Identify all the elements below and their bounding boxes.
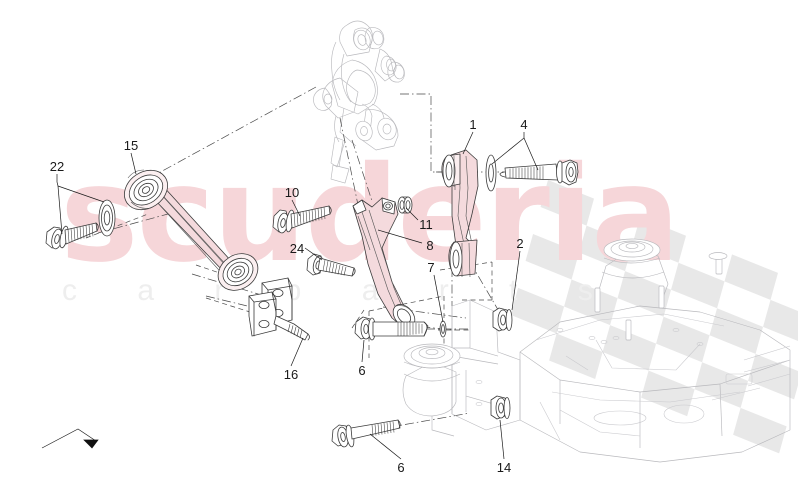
- part-4-washer: [485, 154, 497, 192]
- part-2-bushing-nut: [492, 307, 513, 332]
- callout-1: 1: [469, 117, 476, 132]
- part-11-washer: [397, 196, 413, 214]
- watermark-carparts: c a r p a r t s: [62, 274, 619, 307]
- callout-24: 24: [290, 241, 304, 256]
- part-1-toe-link-rod: [441, 149, 479, 278]
- callout-7: 7: [427, 260, 434, 275]
- part-15-upper-control-arm: [124, 169, 259, 291]
- callout-numbers: 22 15 10 24 16 11 8 7 6 6 1 4 2 14: [50, 117, 528, 475]
- callout-8: 8: [426, 238, 433, 253]
- callout-10: 10: [285, 185, 299, 200]
- callout-leader-lines: [56, 131, 539, 460]
- ghost-rear-subframe: [519, 238, 791, 463]
- callout-11: 11: [419, 217, 433, 232]
- callout-22: 22: [50, 159, 64, 174]
- callout-16: 16: [284, 367, 298, 382]
- part-14-nut: [490, 395, 511, 420]
- callout-6-upper: 6: [358, 363, 365, 378]
- callout-14: 14: [497, 460, 511, 475]
- part-10-flange-bolt: [272, 205, 332, 234]
- part-16-mounting-bracket: [248, 277, 310, 341]
- callout-6-lower: 6: [397, 460, 404, 475]
- checkered-flag-watermark: [510, 180, 798, 454]
- part-24-hex-bolt: [306, 253, 356, 277]
- callout-15: 15: [124, 138, 138, 153]
- callout-4: 4: [520, 117, 527, 132]
- direction-arrow: [41, 428, 99, 449]
- callout-2: 2: [516, 236, 523, 251]
- part-7-washer: [439, 320, 447, 338]
- part-6-flange-bolt-upper: [354, 316, 429, 341]
- part-22-washer: [98, 199, 116, 237]
- ghost-subframe-bracket: [402, 299, 521, 437]
- part-6-flange-bolt-lower: [331, 419, 401, 448]
- part-4-bolt: [499, 159, 579, 186]
- ghost-wheel-knuckle: [313, 20, 405, 184]
- part-22-bolt: [45, 222, 99, 250]
